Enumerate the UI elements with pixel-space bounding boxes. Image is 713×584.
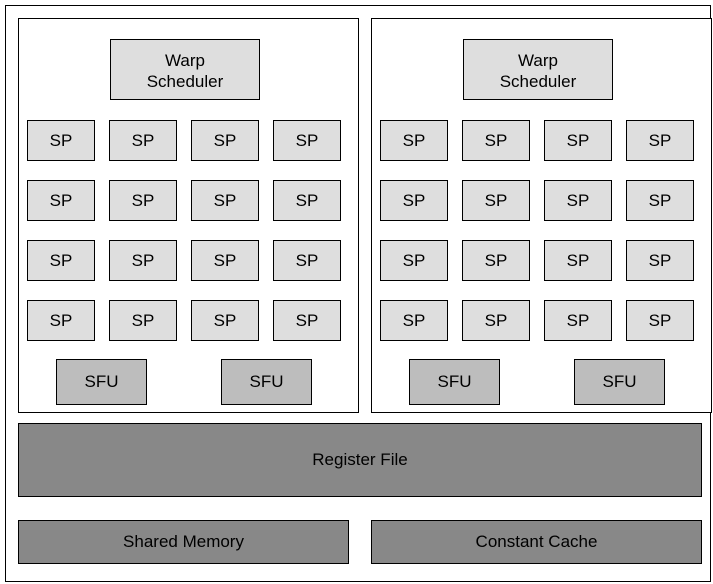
warp-scheduler-label-line2: Scheduler (146, 71, 224, 91)
sp-unit: SP (191, 300, 259, 341)
sp-unit: SP (191, 120, 259, 161)
sp-unit: SP (109, 240, 177, 281)
sp-unit: SP (191, 180, 259, 221)
sp-unit: SP (544, 180, 612, 221)
sp-unit: SP (462, 180, 530, 221)
sp-unit: SP (626, 180, 694, 221)
sp-unit: SP (273, 240, 341, 281)
warp-scheduler-label-line2: Scheduler (499, 71, 577, 91)
sp-unit: SP (27, 240, 95, 281)
processing-cluster-right: Warp Scheduler SP SP SP SP SP SP SP SP S… (371, 18, 712, 413)
sp-unit: SP (626, 300, 694, 341)
register-file: Register File (18, 423, 702, 497)
sfu-unit: SFU (574, 359, 665, 405)
sp-unit: SP (27, 120, 95, 161)
warp-scheduler: Warp Scheduler (110, 39, 260, 100)
warp-scheduler-label-line1: Warp (518, 50, 558, 70)
sp-unit: SP (462, 300, 530, 341)
sp-unit: SP (544, 300, 612, 341)
sp-unit: SP (544, 240, 612, 281)
warp-scheduler-label-line1: Warp (165, 50, 205, 70)
sp-unit: SP (380, 240, 448, 281)
streaming-multiprocessor: Warp Scheduler SP SP SP SP SP SP SP SP S… (5, 5, 712, 582)
sfu-unit: SFU (409, 359, 500, 405)
sp-unit: SP (626, 120, 694, 161)
sp-unit: SP (462, 120, 530, 161)
sp-unit: SP (626, 240, 694, 281)
sp-unit: SP (380, 120, 448, 161)
sp-unit: SP (27, 300, 95, 341)
sp-unit: SP (109, 120, 177, 161)
sfu-unit: SFU (221, 359, 312, 405)
sfu-unit: SFU (56, 359, 147, 405)
sp-unit: SP (191, 240, 259, 281)
shared-memory: Shared Memory (18, 520, 349, 564)
processing-cluster-left: Warp Scheduler SP SP SP SP SP SP SP SP S… (18, 18, 359, 413)
warp-scheduler: Warp Scheduler (463, 39, 613, 100)
sp-unit: SP (380, 300, 448, 341)
sp-unit: SP (462, 240, 530, 281)
sp-unit: SP (109, 300, 177, 341)
sp-unit: SP (273, 300, 341, 341)
sp-unit: SP (27, 180, 95, 221)
sp-unit: SP (544, 120, 612, 161)
constant-cache: Constant Cache (371, 520, 702, 564)
sp-unit: SP (273, 180, 341, 221)
sp-unit: SP (109, 180, 177, 221)
sp-unit: SP (273, 120, 341, 161)
sp-unit: SP (380, 180, 448, 221)
